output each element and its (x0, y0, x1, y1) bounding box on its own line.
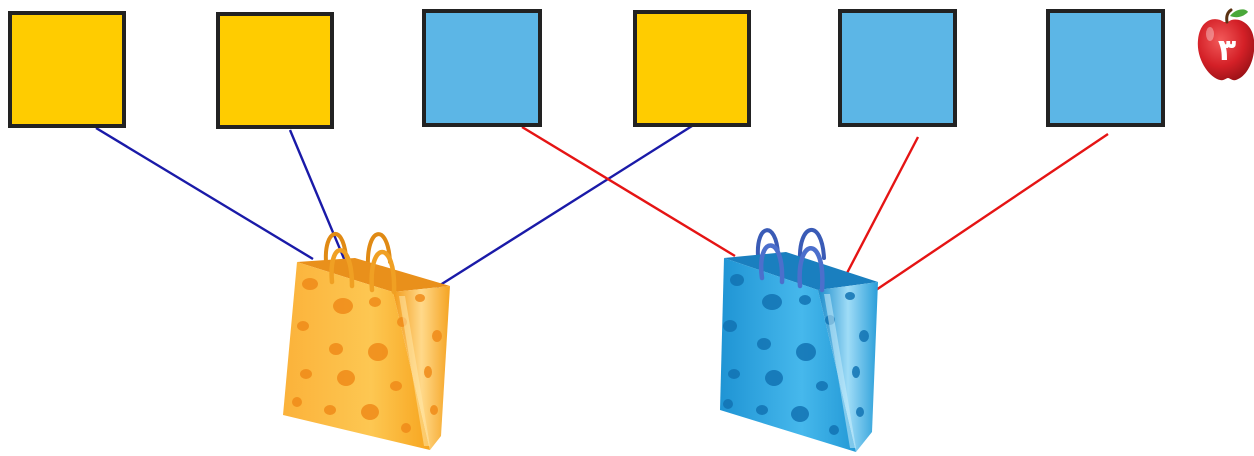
apple-icon (1197, 8, 1254, 81)
connection-line-5-to-blue-bag (844, 136, 920, 276)
blue-square-3[interactable] (422, 9, 542, 127)
blue-square-5[interactable] (838, 9, 957, 127)
yellow-square-2[interactable] (216, 12, 334, 129)
color-squares (8, 9, 1165, 129)
yellow-square-1[interactable] (8, 11, 126, 128)
page-number: ٣ (1218, 33, 1236, 68)
connection-line-3-to-blue-bag (521, 125, 736, 258)
connection-line-4-to-yellow-bag (436, 124, 693, 289)
connection-line-2-to-yellow-bag (288, 129, 347, 262)
connection-line-6-to-blue-bag (875, 133, 1109, 291)
yellow-square-4[interactable] (633, 10, 751, 127)
blue-square-6[interactable] (1046, 9, 1165, 127)
yellow-bag[interactable] (283, 232, 450, 450)
connection-line-1-to-yellow-bag (95, 126, 314, 261)
blue-bag[interactable] (720, 228, 878, 452)
page-badge: ٣ (1197, 8, 1254, 81)
connection-lines (95, 124, 1109, 291)
